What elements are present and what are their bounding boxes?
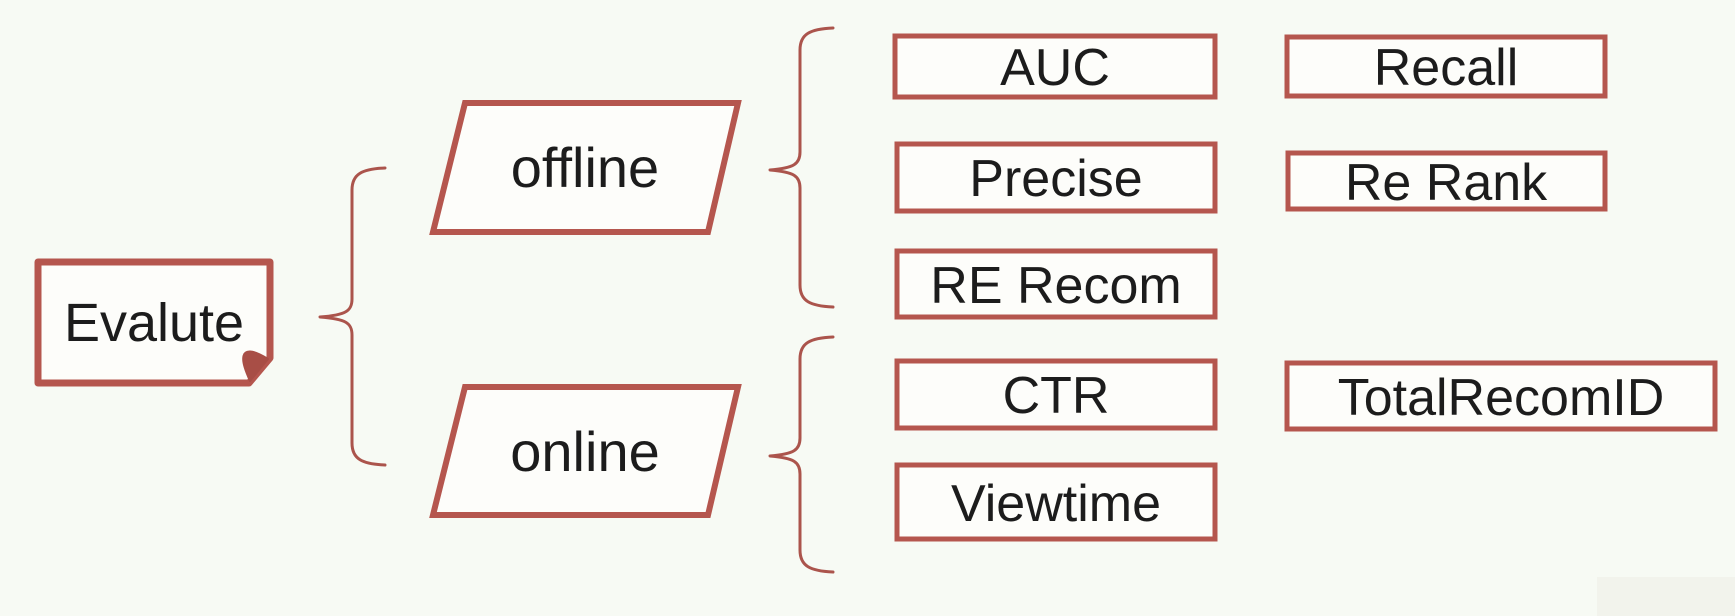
metric-viewtime-label: Viewtime (951, 475, 1161, 533)
metric-recall-box (1284, 34, 1608, 99)
metric-precise: Precise (894, 141, 1218, 214)
metric-ctr-label: CTR (1003, 367, 1110, 425)
metric-total-recom-id-label: TotalRecomID (1338, 369, 1665, 427)
metric-viewtime-box (894, 462, 1218, 542)
metric-ctr-box (894, 358, 1218, 431)
node-offline: offline (429, 100, 742, 235)
metric-re-recom: RE Recom (894, 248, 1218, 320)
metric-total-recom-id: TotalRecomID (1284, 360, 1718, 432)
metric-re-recom-label: RE Recom (930, 257, 1181, 315)
online-shape (429, 384, 742, 518)
node-evalute-label: Evalute (64, 293, 244, 353)
metric-re-rank-box (1285, 150, 1608, 212)
brace-offline (768, 26, 835, 309)
metric-precise-label: Precise (969, 150, 1142, 208)
node-online: online (429, 384, 742, 518)
brace-online (768, 335, 835, 574)
metric-viewtime: Viewtime (894, 462, 1218, 542)
watermark-patch (1597, 577, 1735, 616)
metric-precise-box (894, 141, 1218, 214)
metric-auc-label: AUC (1000, 39, 1110, 97)
metric-recall: Recall (1284, 34, 1608, 99)
node-evalute: Evalute (34, 258, 274, 387)
metric-re-rank-label: Re Rank (1345, 154, 1548, 212)
node-offline-label: offline (511, 136, 659, 199)
offline-shape (429, 100, 742, 235)
metric-auc: AUC (892, 33, 1218, 100)
metric-total-recom-id-box (1284, 360, 1718, 432)
node-online-label: online (510, 420, 659, 483)
brace-root (318, 166, 387, 467)
metric-ctr: CTR (894, 358, 1218, 431)
metric-re-rank: Re Rank (1285, 150, 1608, 212)
metric-recall-label: Recall (1374, 39, 1519, 97)
metric-re-recom-box (894, 248, 1218, 320)
metric-auc-box (892, 33, 1218, 100)
note-folded-corner (242, 350, 269, 382)
